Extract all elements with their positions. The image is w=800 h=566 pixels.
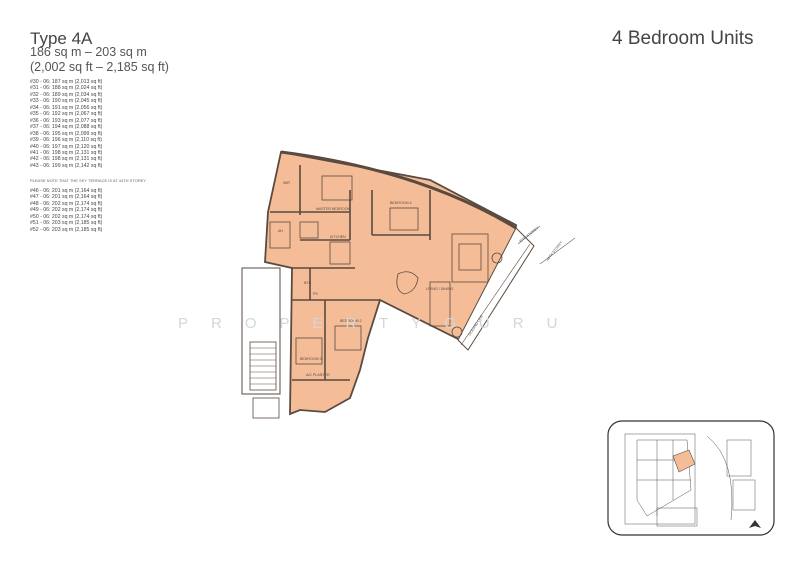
unit-area-row: #52 - 06: 203 sq m (2,185 sq ft)	[30, 226, 103, 233]
page-heading: 4 Bedroom Units	[612, 28, 754, 49]
curved-facade	[280, 150, 517, 230]
bedroom-2-label: BEDROOM 2	[340, 319, 362, 323]
unit-area-row: #49 - 06: 202 sq m (2,174 sq ft)	[30, 207, 103, 214]
balcony	[457, 227, 535, 351]
unit-area-row: #47 - 06: 201 sq m (2,164 sq ft)	[30, 194, 103, 201]
unit-area-row: #43 - 06: 199 sq m (2,142 sq ft)	[30, 162, 103, 169]
unit-area-list-a: #30 - 06: 187 sq m (2,013 sq ft)#31 - 06…	[30, 79, 102, 169]
master-bedroom-label: MASTER BEDROOM	[316, 207, 351, 211]
unit-area-row: #41 - 06: 198 sq m (2,131 sq ft)	[30, 149, 103, 156]
key-plan-thumbnail	[607, 420, 775, 536]
sky-terrace-note: PLEASE NOTE THAT THE SKY TERRACE IS AT 4…	[30, 178, 147, 183]
unit-area-row: #39 - 06: 196 sq m (2,110 sq ft)	[30, 137, 102, 144]
unit-area-row: #38 - 06: 195 sq m (2,099 sq ft)	[30, 130, 103, 137]
unit-area-row: #40 - 06: 197 sq m (2,120 sq ft)	[30, 143, 103, 150]
unit-area-row: #51 - 06: 203 sq m (2,185 sq ft)	[30, 220, 103, 227]
ac-planter-label: A/C PLANTER	[306, 373, 330, 377]
unit-area-row: #50 - 06: 202 sq m (2,174 sq ft)	[30, 213, 103, 220]
kitchen-label: KITCHEN	[330, 235, 346, 239]
unit-area-row: #37 - 06: 194 sq m (2,088 sq ft)	[30, 124, 103, 131]
ah-label: AH	[278, 229, 283, 233]
area-range-sqft: (2,002 sq ft – 2,185 sq ft)	[30, 60, 169, 74]
unit-area-row: #48 - 06: 202 sq m (2,174 sq ft)	[30, 200, 103, 207]
bedroom-3-label: BEDROOM 3	[300, 357, 322, 361]
north-arrow-icon	[749, 520, 761, 528]
area-range-sqm: 186 sq m – 203 sq m	[30, 45, 147, 59]
wir-label: WIR	[283, 181, 290, 185]
unit-area-row: #34 - 06: 191 sq m (2,056 sq ft)	[30, 104, 103, 111]
unit-type-title: Type 4A	[30, 29, 93, 48]
unit-area-row: #32 - 06: 189 sq m (2,034 sq ft)	[30, 91, 103, 98]
ps-label: PS	[313, 292, 318, 296]
dim-46th-label: 46TH STOREY	[546, 240, 564, 262]
unit-outline	[264, 150, 517, 416]
unit-area-row: #36 - 06: 193 sq m (2,077 sq ft)	[30, 117, 103, 124]
key-plan-unit-highlight	[672, 449, 696, 473]
bedroom-4-label: BEDROOM 4	[390, 201, 412, 205]
bth-label: BTH	[304, 281, 312, 285]
watermark: PROPERTYGURU	[178, 315, 581, 332]
unit-area-row: #33 - 06: 190 sq m (2,045 sq ft)	[30, 98, 103, 105]
unit-area-row: #42 - 06: 198 sq m (2,131 sq ft)	[30, 156, 103, 163]
living-dining-label: LIVING / DINING	[426, 287, 454, 291]
unit-area-list-b: #46 - 06: 201 sq m (2,164 sq ft)#47 - 06…	[30, 188, 102, 233]
unit-area-row: #30 - 06: 187 sq m (2,013 sq ft)	[30, 79, 103, 85]
unit-area-row: #31 - 06: 188 sq m (2,024 sq ft)	[30, 85, 103, 92]
unit-area-row: #35 - 06: 192 sq m (2,067 sq ft)	[30, 111, 103, 118]
unit-area-row: #46 - 06: 201 sq m (2,164 sq ft)	[30, 188, 103, 194]
